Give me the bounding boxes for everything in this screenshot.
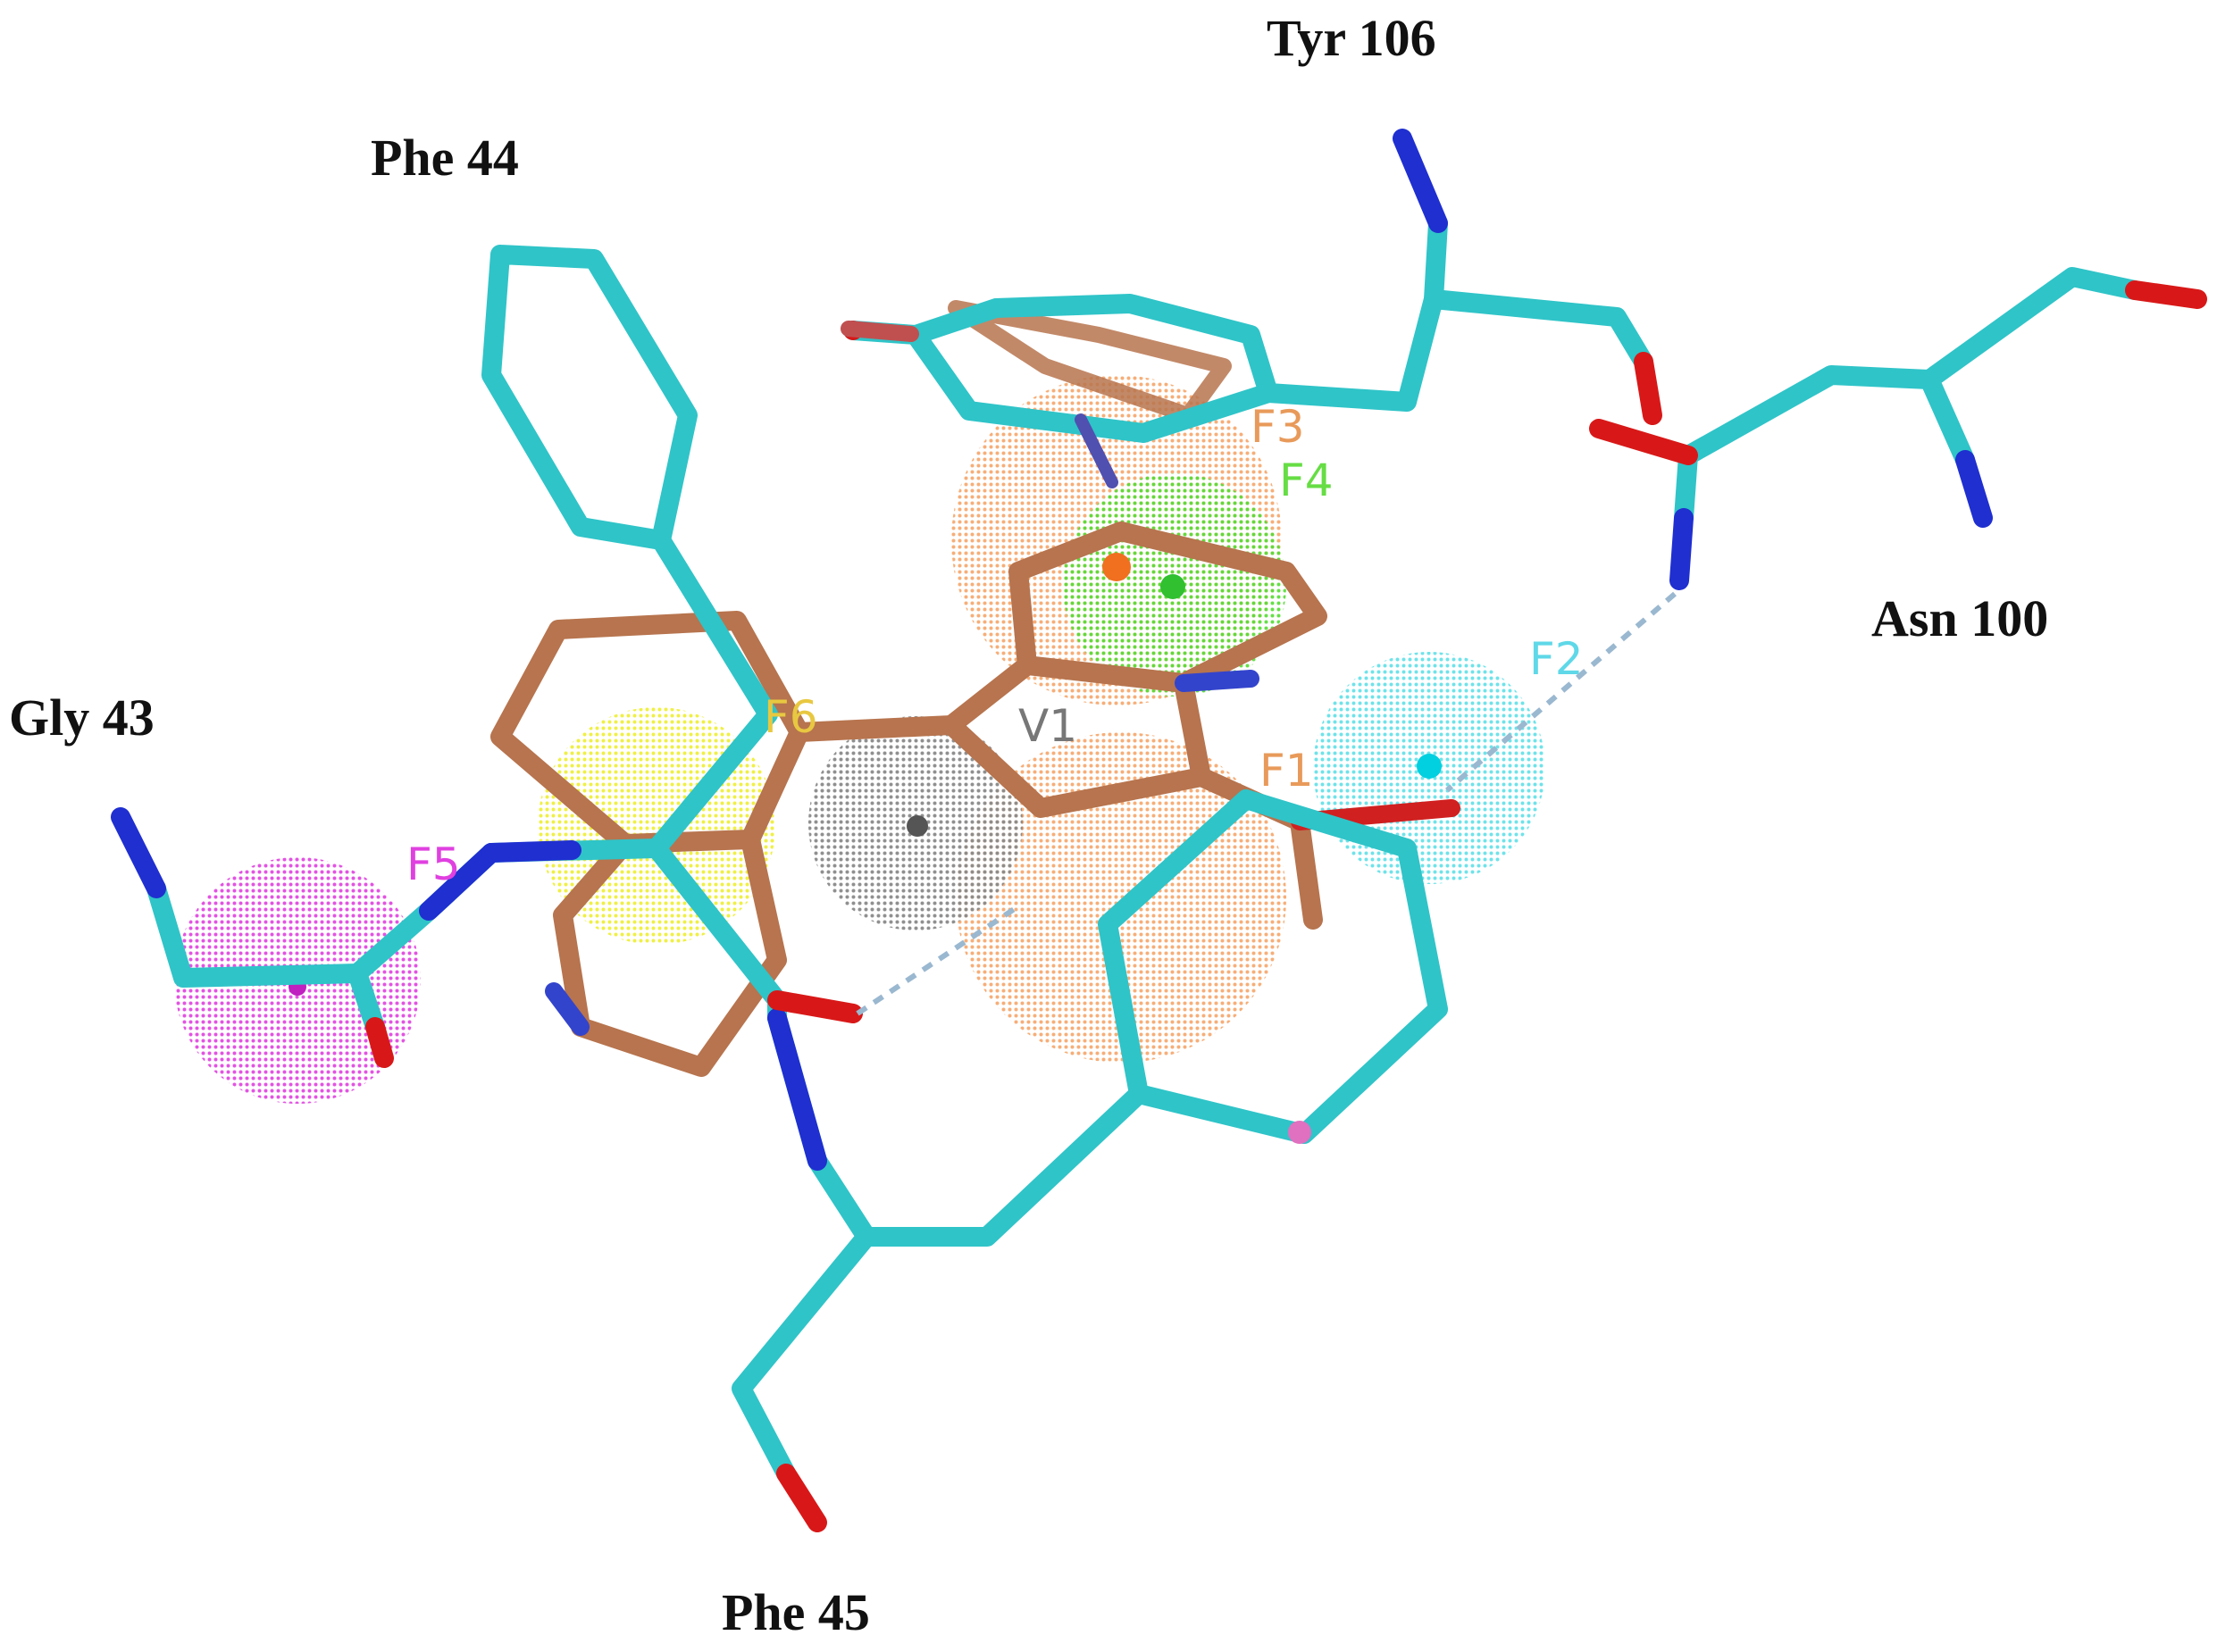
ligand-nitrogen-bond-2 — [545, 982, 590, 1036]
phe44-carbonyl-oxygen — [767, 990, 863, 1023]
asn100-amide-nitrogen — [1669, 508, 1694, 590]
phe44-amide-nitrogen — [481, 840, 581, 863]
phe45-contact-atom — [1288, 1121, 1311, 1144]
asn100-carbonyl-oxygen — [1589, 419, 1698, 465]
tyr106-nitrogen — [1393, 129, 1448, 233]
ligand-nitrogen-bond — [1175, 670, 1259, 692]
feature-spheres — [174, 375, 1545, 1104]
feature-label-f2: F2 — [1529, 633, 1584, 685]
asn100-amide — [1674, 446, 1698, 528]
ligand-upper-five-ring — [1008, 521, 1327, 693]
residue-label-phe44: Phe 44 — [371, 129, 519, 187]
residue-asn100-sticks — [1674, 267, 2145, 528]
residue-tyr106-sticks — [843, 213, 1653, 443]
tyr106-oxygen — [1634, 352, 1662, 425]
residue-phe45-heteroatoms — [767, 990, 863, 1532]
ligand-lower-ring — [553, 830, 787, 1077]
feature-center-f3 — [1102, 553, 1131, 581]
phe45-oxygen — [776, 1464, 827, 1532]
asn100-backbone-nitrogen — [1955, 450, 1993, 528]
residue-gly43-heteroatoms — [111, 807, 581, 1068]
residue-label-asn100: Asn 100 — [1871, 589, 2048, 647]
asn100-terminal-oxygen — [2125, 280, 2207, 309]
phe45-nitrogen — [767, 1008, 827, 1171]
hbond-phe44-v1 — [856, 904, 1020, 1016]
asn100-side — [1920, 370, 1975, 470]
feature-label-f3: F3 — [1251, 401, 1305, 453]
tyr106-ring — [906, 294, 1278, 443]
ligand-central-ring — [941, 655, 1211, 818]
feature-label-v1: V1 — [1018, 700, 1077, 752]
phe44-ring — [481, 245, 698, 550]
tyr106-ca-n — [1424, 213, 1448, 309]
residue-label-gly43: Gly 43 — [9, 688, 155, 747]
feature-label-f4: F4 — [1279, 455, 1334, 506]
feature-label-f1: F1 — [1259, 745, 1314, 797]
ligand-back-ring — [948, 300, 1232, 423]
residue-label-tyr106: Tyr 106 — [1267, 9, 1436, 67]
ligand-sticks — [490, 300, 1327, 1077]
feature-label-f6: F6 — [764, 691, 818, 743]
feature-center-f2 — [1417, 754, 1442, 779]
residue-label-phe45: Phe 45 — [722, 1583, 870, 1641]
gly43-nitrogen — [111, 807, 166, 898]
residue-asn100-heteroatoms — [1589, 280, 2207, 590]
feature-center-v1 — [907, 815, 928, 837]
gly43-amide-nitrogen — [419, 843, 501, 921]
tyr106-hydroxyl — [841, 321, 919, 342]
hydrogen-bonds — [856, 591, 1677, 1016]
phe45-side — [732, 1227, 876, 1483]
tyr106-nitrogen-link — [1075, 413, 1118, 488]
asn100-chain — [1678, 267, 2145, 465]
feature-label-f5: F5 — [406, 839, 461, 890]
ligand-bridge — [790, 715, 961, 742]
gly43-oxygen — [365, 1017, 394, 1068]
feature-center-f4 — [1160, 574, 1185, 599]
tyr106-chain — [1259, 289, 1653, 412]
